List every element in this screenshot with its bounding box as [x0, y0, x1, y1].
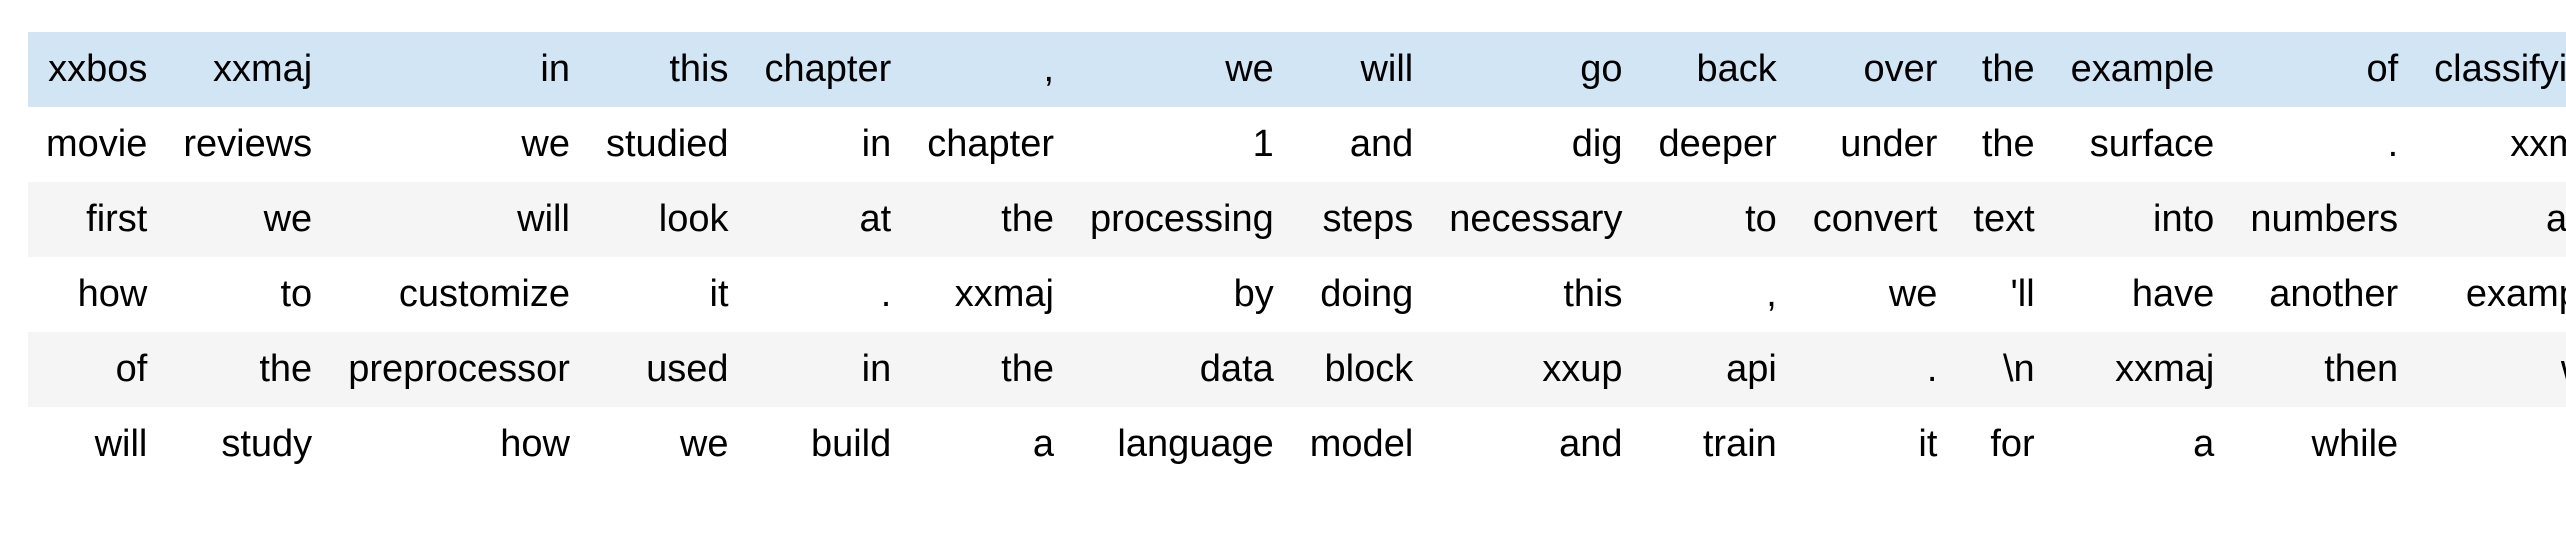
table-row: first we will look at the processing steps neces… — [28, 182, 2566, 257]
token-cell: data — [1199, 348, 1274, 390]
token-cell: and — [2546, 198, 2566, 240]
token-cell: in — [540, 48, 570, 90]
token-table: xxbos xxmaj in this chapter, we will go back over… — [28, 32, 2566, 482]
token-cell: xxmaj — [2510, 123, 2566, 165]
token-cell: a — [1032, 423, 1054, 465]
token-cell: necessary — [1449, 198, 1623, 240]
token-cell: the — [1981, 48, 2035, 90]
token-cell: deeper — [1658, 123, 1777, 165]
token-cell: and — [1559, 423, 1623, 465]
token-cell: look — [658, 198, 729, 240]
token-cell: customize — [398, 273, 570, 315]
token-cell: and — [1349, 123, 1414, 165]
token-cell: go — [1580, 48, 1623, 90]
token-cell: train — [1702, 423, 1777, 465]
token-cell: . — [2416, 407, 2566, 482]
token-cell: build — [810, 423, 892, 465]
token-cell: to — [280, 273, 313, 315]
token-cell: will — [94, 423, 148, 465]
token-cell: chapter — [927, 123, 1054, 165]
token-cell: text — [1973, 198, 2035, 240]
token-cell: while — [2311, 423, 2399, 465]
token-cell: model — [1309, 423, 1414, 465]
token-cell: steps — [1322, 198, 1414, 240]
token-cell: chapter — [764, 48, 892, 90]
token-cell: first — [86, 198, 148, 240]
token-cell: 1 — [1252, 123, 1274, 165]
token-cell: for — [1990, 423, 2035, 465]
token-cell: the — [1981, 123, 2035, 165]
token-cell: by — [1233, 273, 1274, 315]
token-cell: the — [1001, 198, 1054, 240]
token-cell: classifying — [2434, 48, 2566, 90]
token-cell: of — [2366, 48, 2399, 90]
token-cell: , — [1766, 273, 1777, 315]
table-row-highlighted: xxbos xxmaj in this chapter, we will go back over… — [28, 32, 2566, 107]
token-cell: we — [1225, 48, 1274, 90]
token-cell: convert — [1812, 198, 1938, 240]
token-cell: it — [1918, 423, 1938, 465]
token-cell: back — [1696, 48, 1777, 90]
token-cell: how — [500, 423, 570, 465]
token-cell: , — [1043, 48, 1054, 90]
token-cell: over — [1863, 48, 1938, 90]
token-cell: another — [2269, 273, 2399, 315]
token-cell: studied — [605, 123, 729, 165]
token-cell: xxmaj — [212, 48, 313, 90]
table-row: how to customize it. xxmaj by doing this, we 'll h… — [28, 257, 2566, 332]
token-table-body: xxbos xxmaj in this chapter, we will go back over… — [28, 32, 2566, 482]
dataframe-output: xxbos xxmaj in this chapter, we will go back over… — [28, 32, 2566, 482]
token-cell: at — [859, 198, 892, 240]
token-cell: study — [221, 423, 313, 465]
token-cell: reviews — [183, 123, 313, 165]
token-cell: . — [880, 273, 892, 315]
token-cell: movie — [46, 123, 148, 165]
token-cell: under — [1840, 123, 1938, 165]
token-cell: we — [679, 423, 729, 465]
token-cell: xxbos — [48, 48, 148, 90]
token-cell: example — [2070, 48, 2215, 90]
token-cell: . — [1926, 348, 1938, 390]
token-cell: have — [2131, 273, 2215, 315]
token-cell: it — [709, 273, 729, 315]
token-cell: block — [1324, 348, 1414, 390]
token-cell: this — [1563, 273, 1623, 315]
token-cell: into — [2153, 198, 2215, 240]
table-row: will study how we build a language model and trai… — [28, 407, 2566, 482]
token-cell: . — [2387, 123, 2399, 165]
token-cell: example — [2465, 273, 2566, 315]
token-cell: language — [1117, 423, 1274, 465]
token-cell: we — [1888, 273, 1938, 315]
token-cell: in — [861, 123, 892, 165]
token-cell: will — [517, 198, 570, 240]
token-cell: the — [259, 348, 313, 390]
token-cell: surface — [2089, 123, 2215, 165]
token-cell: xxmaj — [2115, 348, 2215, 390]
token-cell: the — [1001, 348, 1054, 390]
token-cell: a — [2193, 423, 2215, 465]
token-cell: doing — [1320, 273, 1414, 315]
token-cell: 'll — [2010, 273, 2035, 315]
token-cell: of — [115, 348, 148, 390]
token-cell: we — [521, 123, 570, 165]
token-cell: then — [2324, 348, 2399, 390]
token-cell: this — [669, 48, 729, 90]
token-cell: how — [77, 273, 148, 315]
table-row: of the preprocessor used in the data block xxup a… — [28, 332, 2566, 407]
token-cell: in — [861, 348, 892, 390]
token-cell: xxup — [1542, 348, 1623, 390]
token-cell: api — [1726, 348, 1777, 390]
token-cell: will — [1360, 48, 1414, 90]
token-cell: \n — [2002, 348, 2035, 390]
token-cell: to — [1745, 198, 1777, 240]
token-cell: dig — [1571, 123, 1623, 165]
token-cell: processing — [1090, 198, 1274, 240]
token-cell: we — [263, 198, 313, 240]
token-cell: used — [646, 348, 729, 390]
token-cell: preprocessor — [348, 348, 570, 390]
token-cell: xxmaj — [954, 273, 1054, 315]
token-cell: numbers — [2250, 198, 2399, 240]
token-cell: we — [2416, 332, 2566, 407]
